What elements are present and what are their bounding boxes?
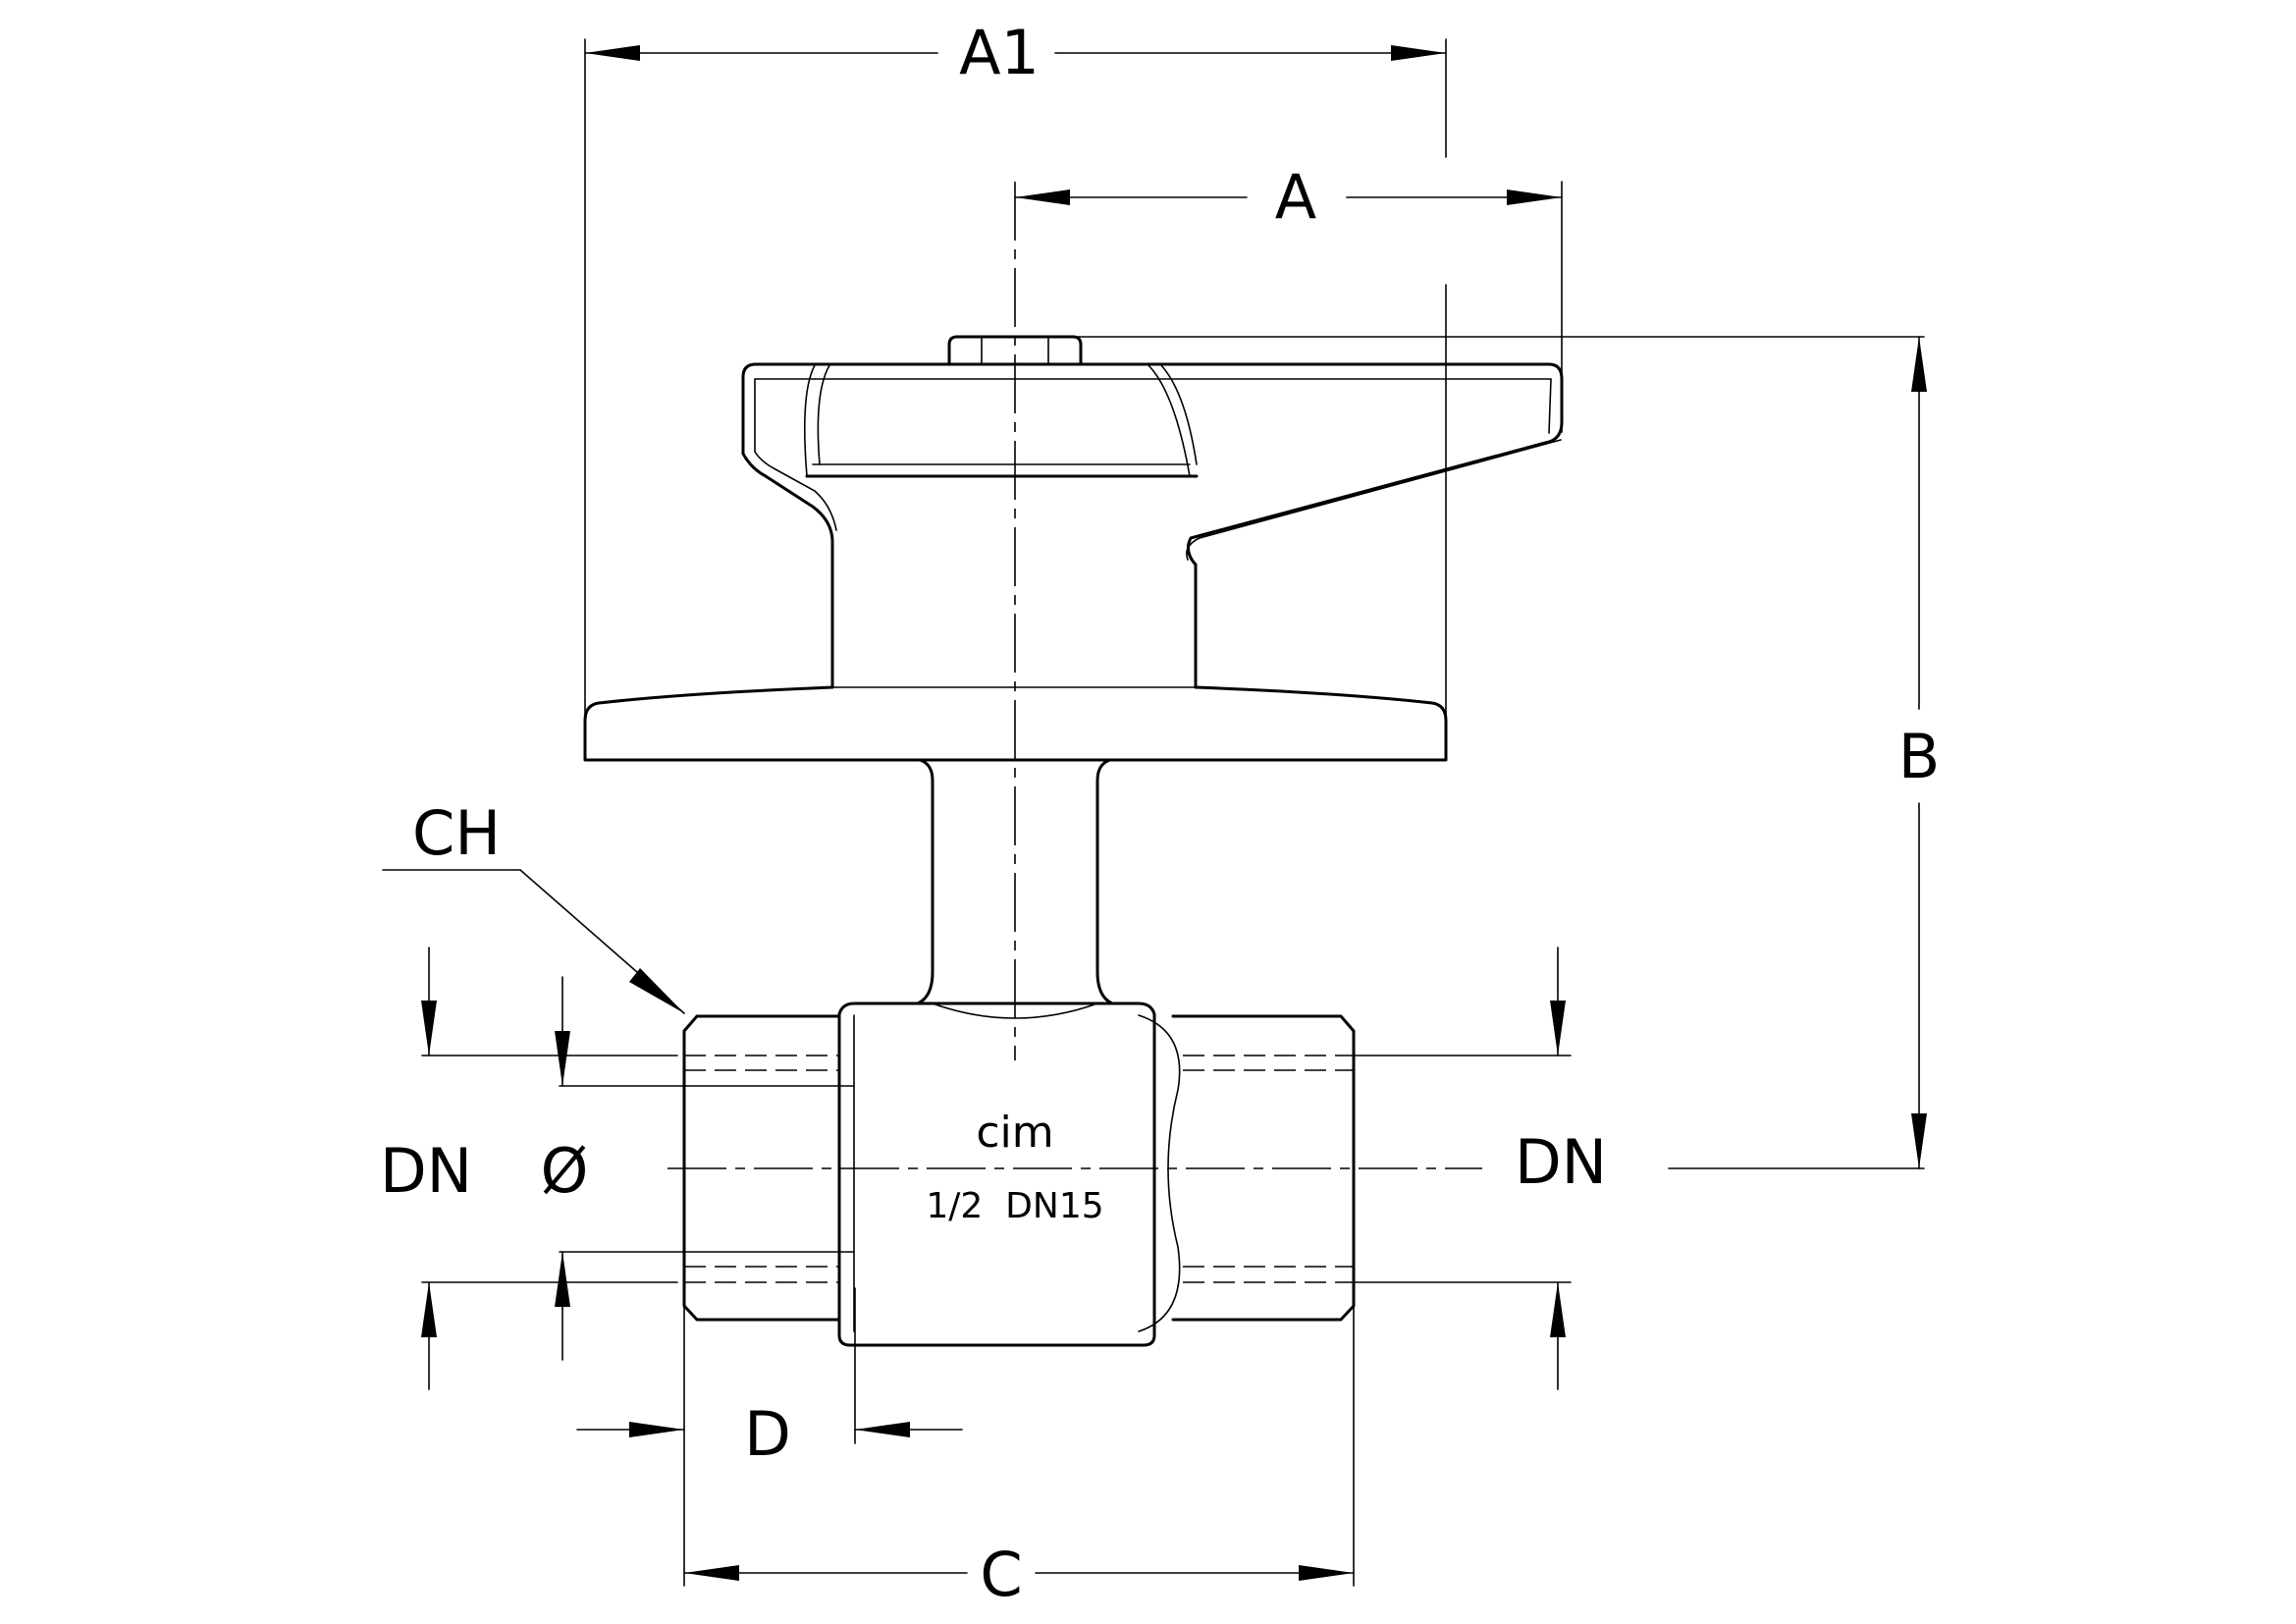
- dimension-label-a: A: [1275, 161, 1316, 233]
- valve-body-right-end: [1171, 1014, 1356, 1322]
- dimension-label-dn-right: DN: [1515, 1126, 1607, 1198]
- dimension-ch: CH: [382, 797, 685, 1014]
- dimension-a1: A1: [584, 17, 1447, 728]
- dimension-a: A: [1014, 161, 1563, 433]
- cover-plate: [583, 685, 1448, 762]
- dimension-b: B: [1074, 336, 1941, 1169]
- centerlines: [667, 182, 1482, 1169]
- butterfly-handle: [741, 335, 1564, 689]
- body-brand-marking: cim: [976, 1108, 1053, 1158]
- dimension-label-c: C: [980, 1539, 1022, 1610]
- valve-body-center: [837, 1001, 1181, 1347]
- dimension-dn-left: DN: [380, 947, 678, 1390]
- dimension-label-a1: A1: [959, 17, 1040, 88]
- dimension-label-d: D: [744, 1398, 791, 1470]
- dimension-label-diameter: Ø: [541, 1135, 589, 1207]
- dimension-diameter: Ø: [541, 976, 855, 1361]
- dimension-label-b: B: [1898, 721, 1941, 792]
- dimension-label-dn-left: DN: [380, 1135, 472, 1207]
- dimension-dn-right: DN: [1353, 947, 1607, 1390]
- dimension-c: C: [683, 1287, 1355, 1610]
- body-size-marking: 1/2 DN15: [926, 1186, 1103, 1226]
- valve-body-left-end: [682, 1014, 841, 1322]
- valve-stem: [916, 758, 1114, 1019]
- dimension-label-ch: CH: [412, 797, 501, 869]
- dimension-d: D: [576, 1287, 963, 1470]
